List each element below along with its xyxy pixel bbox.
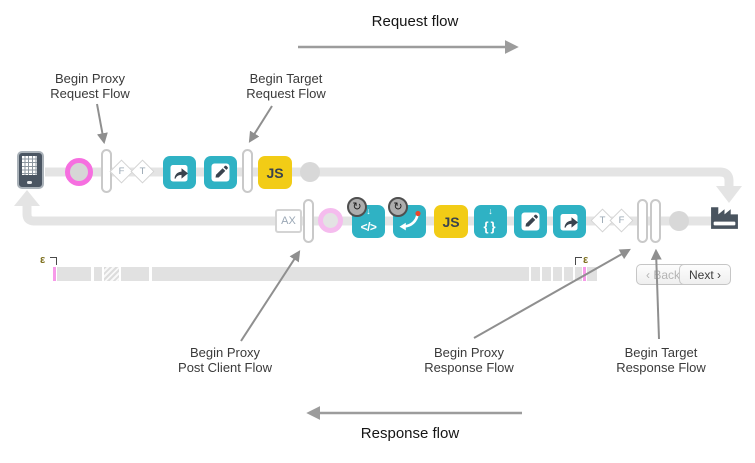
request-track-arrowhead-icon	[716, 186, 742, 203]
response-flow-label: Response flow	[360, 425, 460, 442]
begin-proxy-post-client-flow-label: Begin Proxy Post Client Flow	[178, 345, 272, 375]
begin-proxy-post-client-capsule[interactable]	[303, 199, 314, 243]
timeline-segment[interactable]	[553, 267, 562, 281]
begin-target-request-arrow-icon	[248, 105, 273, 143]
timeline-segment[interactable]	[587, 267, 597, 281]
response-track-arrowhead-icon	[14, 190, 40, 206]
condition-diamond-true[interactable]: T	[130, 159, 155, 184]
timeline-segment[interactable]	[564, 267, 573, 281]
target-endpoint-circle-response[interactable]	[669, 211, 689, 231]
timeline-segment[interactable]	[121, 267, 149, 281]
pencil-policy-icon[interactable]	[204, 156, 237, 189]
proxy-endpoint-circle-response[interactable]	[318, 208, 343, 233]
condition-true-letter: T	[599, 215, 606, 226]
request-flow-label: Request flow	[371, 13, 459, 30]
begin-proxy-response-flow-label: Begin Proxy Response Flow	[424, 345, 514, 375]
factory-icon[interactable]	[709, 202, 740, 231]
rotate-arrow-badge-icon: ↻	[347, 197, 367, 217]
begin-proxy-request-arrow-icon	[96, 103, 108, 145]
begin-target-response-capsule[interactable]	[650, 199, 661, 243]
timeline-bracket-right	[575, 257, 582, 265]
braces-glyph: {}	[483, 219, 498, 234]
ax-label: AX	[281, 215, 296, 227]
begin-target-request-capsule[interactable]	[242, 149, 253, 193]
js-label: JS	[266, 164, 284, 181]
analytics-step[interactable]: AX	[275, 209, 302, 233]
smartphone-icon[interactable]	[17, 151, 44, 189]
timeline-segment[interactable]	[94, 267, 102, 281]
condition-diamond-false[interactable]: F	[609, 208, 634, 233]
forward-arrow-policy-icon[interactable]	[553, 205, 586, 238]
braces-policy-icon[interactable]: ↓ {}	[474, 205, 507, 238]
begin-proxy-response-arrow-icon	[473, 248, 631, 339]
condition-true-letter: T	[139, 166, 146, 177]
timeline-epsilon-left: ε	[40, 254, 46, 266]
timeline-end-tick	[583, 267, 586, 281]
timeline-segment-hatched[interactable]	[104, 267, 119, 281]
javascript-policy-icon[interactable]: JS	[434, 205, 468, 238]
begin-target-request-flow-label: Begin Target Request Flow	[246, 71, 326, 101]
begin-target-response-flow-label: Begin Target Response Flow	[616, 345, 706, 375]
phone-screen	[22, 156, 37, 175]
timeline-segment[interactable]	[531, 267, 540, 281]
rotate-arrow-badge-icon: ↻	[388, 197, 408, 217]
timeline-bracket-left	[50, 257, 57, 265]
next-button[interactable]: Next ›	[679, 264, 732, 285]
timeline-segment[interactable]	[542, 267, 551, 281]
timeline-segment[interactable]	[575, 267, 582, 281]
pencil-policy-icon[interactable]	[514, 205, 547, 238]
begin-proxy-post-client-arrow-icon	[240, 250, 301, 342]
timeline-start-tick	[53, 267, 56, 281]
proxy-endpoint-circle[interactable]	[65, 158, 93, 186]
forward-arrow-policy-icon[interactable]	[163, 156, 196, 189]
javascript-policy-icon[interactable]: JS	[258, 156, 292, 189]
target-endpoint-circle[interactable]	[300, 162, 320, 182]
begin-proxy-request-flow-label: Begin Proxy Request Flow	[50, 71, 130, 101]
down-arrow-icon: ↓	[488, 206, 493, 216]
js-label: JS	[442, 213, 460, 230]
phone-home-button	[27, 181, 32, 184]
condition-false-letter: F	[618, 215, 625, 226]
timeline-segment[interactable]	[152, 267, 529, 281]
code-glyph: </>	[360, 220, 377, 234]
begin-proxy-response-capsule[interactable]	[637, 199, 648, 243]
timeline-segment[interactable]	[57, 267, 91, 281]
condition-false-letter: F	[118, 166, 125, 177]
timeline-epsilon-right: ε	[583, 254, 589, 266]
